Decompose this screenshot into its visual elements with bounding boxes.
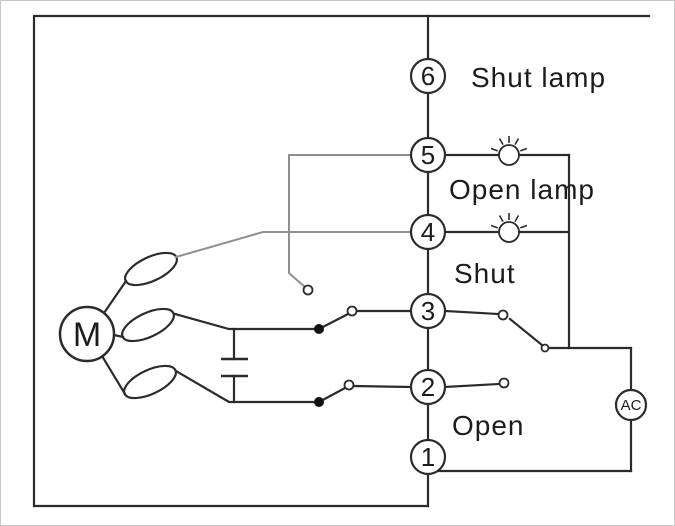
terminal-1-number: 1 [421, 442, 435, 472]
label-open-lamp: Open lamp [449, 174, 595, 205]
shut-feedback-wire [174, 231, 412, 259]
ac-source-label: AC [621, 397, 642, 414]
open-feedback-wire [288, 154, 412, 290]
cam-lower-to-terminal2 [352, 384, 413, 389]
motor-circle [58, 305, 116, 363]
cam-lower-contact [343, 379, 355, 391]
label-shut: Shut [454, 258, 516, 289]
terminal-6-number: 6 [421, 61, 435, 91]
selector-switch-arm [508, 317, 544, 347]
motor-lead-3 [100, 354, 127, 396]
outer-frame-wire [32, 14, 651, 508]
cam-lower-common-dot [314, 397, 324, 407]
motor-label: M [73, 316, 101, 354]
motor-lead-1 [102, 279, 128, 315]
terminal-1-circle [409, 438, 447, 476]
ac-source-circle [614, 388, 648, 422]
terminal-6-circle [409, 57, 447, 95]
terminal-4-number: 4 [421, 217, 435, 247]
terminal-3-number: 3 [421, 296, 435, 326]
cam-upper-common-wire [173, 312, 321, 331]
terminal-2-number: 2 [421, 372, 435, 402]
label-shut-lamp: Shut lamp [471, 62, 606, 93]
terminal-3-circle [409, 292, 447, 330]
cam-upper-contact [346, 305, 358, 317]
cam-lower-common-wire [174, 369, 321, 404]
motor-winding-1 [124, 251, 178, 287]
terminal3-contact-wire [443, 309, 500, 316]
cam-upper-arm [317, 312, 350, 331]
cam-upper-common-dot [314, 324, 324, 334]
motor-winding-3 [123, 364, 177, 400]
terminal-4-circle [409, 213, 447, 251]
terminal-2-circle [409, 368, 447, 406]
lamp-icon-open [490, 136, 528, 166]
terminal-5-circle [409, 136, 447, 174]
aux-contact-open-lamp [302, 284, 314, 296]
terminal-5-number: 5 [421, 140, 435, 170]
lamp-icon-shut [490, 213, 528, 243]
terminal2-contact-wire [443, 382, 501, 389]
selector-contact-shut [497, 309, 509, 321]
selector-contact-open [498, 377, 510, 389]
label-open: Open [452, 410, 525, 441]
selector-pivot [540, 343, 550, 353]
motor-winding-2 [121, 307, 175, 343]
